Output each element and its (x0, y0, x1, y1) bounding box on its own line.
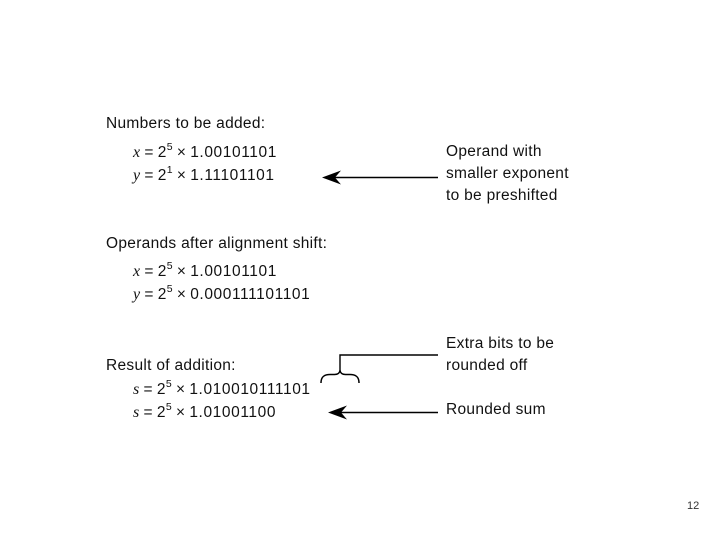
mantissa: 1.00101101 (190, 144, 277, 161)
var-s: s (133, 404, 140, 421)
annotation-preshift: Operand with smaller exponent to be pres… (446, 141, 569, 207)
mantissa: 1.00101101 (190, 263, 277, 280)
equals-sign: = (143, 404, 153, 421)
var-y: y (133, 167, 141, 184)
exponent: 5 (166, 259, 173, 272)
annotation-preshift-line1: Operand with (446, 143, 542, 160)
annotation-extra-bits-line2: rounded off (446, 357, 528, 374)
equals-sign: = (143, 381, 153, 398)
equals-sign: = (144, 263, 154, 280)
equation-sum-rounded: s=25×1.01001100 (133, 400, 277, 423)
var-x: x (133, 144, 141, 161)
base-2: 2 (157, 286, 167, 303)
equals-sign: = (144, 286, 154, 303)
page-number: 12 (687, 500, 700, 512)
equation-x-original: x=25×1.00101101 (133, 140, 277, 163)
equation-x-aligned: x=25×1.00101101 (133, 259, 277, 282)
heading-numbers-to-be-added: Numbers to be added: (106, 115, 266, 132)
preshift-arrow (322, 170, 438, 185)
base-2: 2 (156, 381, 166, 398)
var-x: x (133, 263, 141, 280)
exponent: 1 (166, 163, 173, 176)
times-sign: × (175, 404, 186, 421)
equals-sign: = (144, 167, 154, 184)
exponent: 5 (165, 400, 172, 413)
equals-sign: = (144, 144, 154, 161)
annotation-preshift-line3: to be preshifted (446, 187, 558, 204)
equation-y-original: y=21×1.11101101 (133, 163, 275, 186)
exponent: 5 (166, 282, 173, 295)
rounded-sum-arrow (328, 405, 438, 420)
mantissa: 1.11101101 (190, 167, 275, 184)
annotation-extra-bits: Extra bits to be rounded off (446, 333, 554, 377)
var-y: y (133, 286, 141, 303)
annotation-rounded-sum: Rounded sum (446, 401, 546, 418)
times-sign: × (176, 167, 187, 184)
base-2: 2 (156, 404, 166, 421)
exponent: 5 (165, 377, 172, 390)
mantissa: 1.010010111101 (189, 381, 311, 398)
annotation-preshift-line2: smaller exponent (446, 165, 569, 182)
var-s: s (133, 381, 140, 398)
base-2: 2 (157, 144, 167, 161)
times-sign: × (175, 381, 186, 398)
extra-bits-brace (320, 370, 360, 384)
equation-y-aligned: y=25×0.000111101101 (133, 282, 311, 305)
exponent: 5 (166, 140, 173, 153)
base-2: 2 (157, 263, 167, 280)
heading-operands-after-alignment-shift: Operands after alignment shift: (106, 235, 328, 252)
annotation-extra-bits-line1: Extra bits to be (446, 335, 555, 352)
base-2: 2 (157, 167, 167, 184)
extra-bits-connector (339, 354, 438, 371)
equation-sum-full: s=25×1.010010111101 (133, 377, 311, 400)
mantissa: 0.000111101101 (190, 286, 311, 303)
times-sign: × (176, 263, 187, 280)
heading-result-of-addition: Result of addition: (106, 357, 236, 374)
times-sign: × (176, 286, 187, 303)
mantissa: 1.01001100 (189, 404, 277, 421)
times-sign: × (176, 144, 187, 161)
